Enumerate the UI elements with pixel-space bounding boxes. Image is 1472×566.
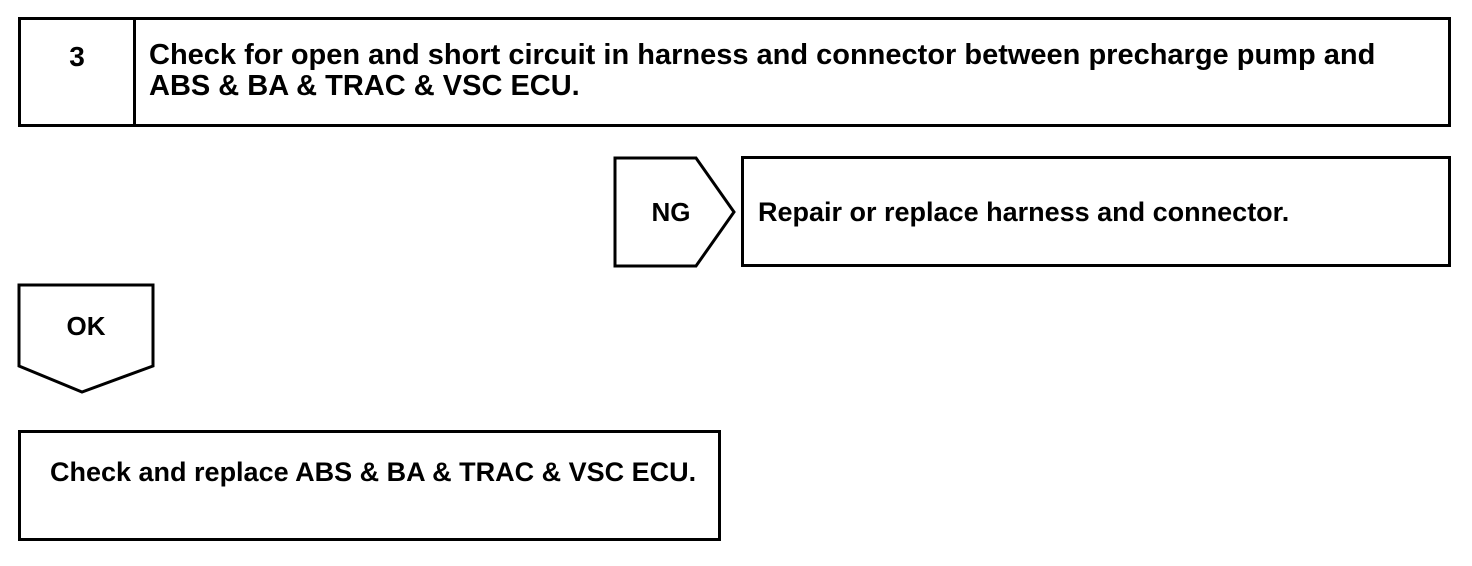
ng-result-text: Repair or replace harness and connector. — [758, 197, 1290, 227]
ng-result-box: Repair or replace harness and connector. — [741, 156, 1451, 267]
ok-result-text: Check and replace ABS & BA & TRAC & VSC … — [50, 457, 697, 487]
step-box: 3 Check for open and short circuit in ha… — [18, 17, 1451, 127]
step-number-cell: 3 — [21, 20, 136, 124]
ng-arrow-shape — [613, 156, 736, 268]
ok-label: OK — [66, 311, 106, 341]
ok-result-box: Check and replace ABS & BA & TRAC & VSC … — [18, 430, 721, 541]
ok-arrow-shape — [17, 283, 155, 394]
step-description: Check for open and short circuit in harn… — [149, 39, 1376, 102]
ng-label: NG — [651, 197, 691, 227]
step-number: 3 — [69, 41, 85, 72]
